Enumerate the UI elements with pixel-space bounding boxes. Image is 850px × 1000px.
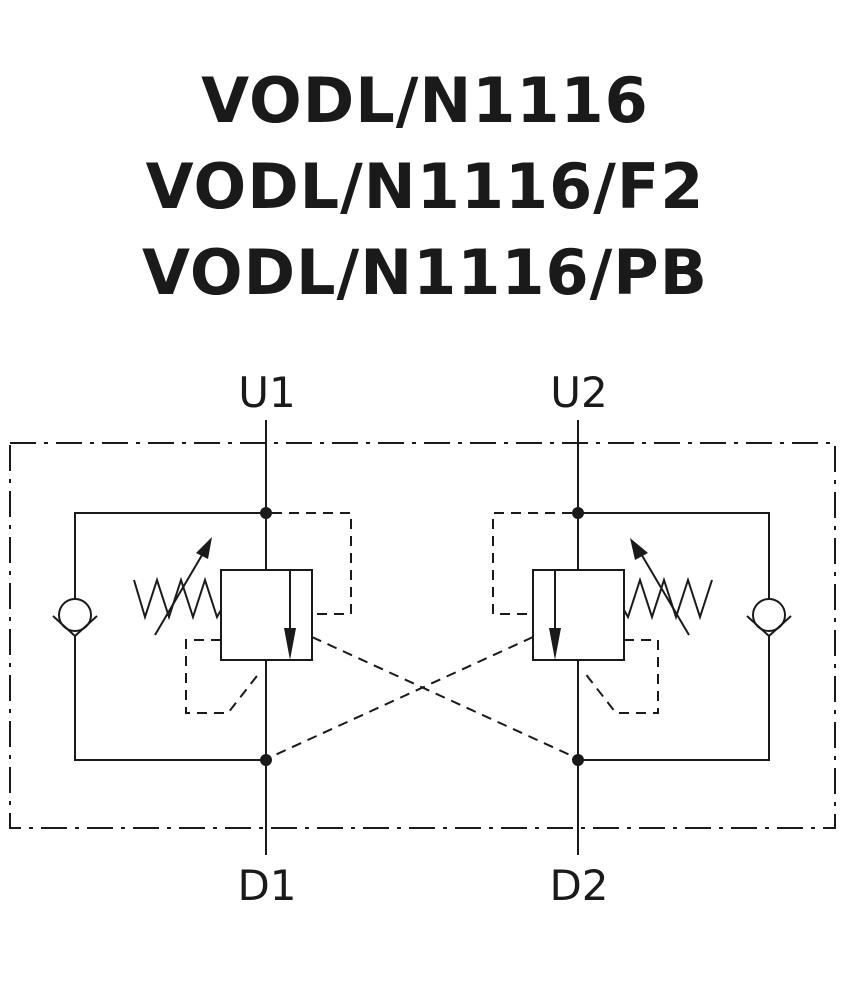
right-pilot-line-bottom bbox=[583, 639, 659, 714]
left-adjust-arrowhead bbox=[196, 537, 212, 559]
right-bypass-top bbox=[578, 512, 770, 600]
right-spring bbox=[623, 576, 713, 621]
right-relief-valve-box bbox=[532, 569, 625, 661]
left-check-valve-seat bbox=[52, 615, 98, 638]
right-junction-bottom bbox=[572, 754, 584, 766]
model-title-3: VODL/N1116/PB bbox=[141, 236, 708, 309]
cross-pilot-line-2 bbox=[274, 636, 534, 756]
left-adjust-arrow bbox=[154, 549, 206, 636]
port-label-u1: U1 bbox=[238, 368, 295, 417]
left-relief-valve-box bbox=[220, 569, 313, 661]
left-valve-arrowhead bbox=[284, 628, 296, 660]
port-label-d2: D2 bbox=[549, 861, 608, 910]
port-label-u2: U2 bbox=[550, 368, 607, 417]
valve-body-boundary bbox=[9, 442, 836, 829]
right-check-valve-seat bbox=[746, 615, 792, 638]
right-pilot-line-top bbox=[492, 512, 572, 615]
right-check-valve-ball bbox=[752, 598, 786, 632]
right-adjust-arrowhead bbox=[630, 538, 648, 560]
model-title-1: VODL/N1116 bbox=[201, 64, 649, 137]
left-bypass-bottom bbox=[74, 636, 266, 761]
left-junction-top bbox=[260, 507, 272, 519]
model-title-2: VODL/N1116/F2 bbox=[145, 150, 705, 223]
left-junction-bottom bbox=[260, 754, 272, 766]
left-valve-circuit bbox=[52, 507, 352, 766]
left-check-valve-ball bbox=[58, 598, 92, 632]
model-titles: VODL/N1116 VODL/N1116/F2 VODL/N1116/PB bbox=[0, 58, 850, 316]
right-bypass-bottom bbox=[578, 636, 770, 761]
left-pilot-line-bottom bbox=[185, 639, 261, 714]
left-spring bbox=[133, 576, 222, 621]
right-junction-top bbox=[572, 507, 584, 519]
right-valve-circuit bbox=[492, 507, 792, 766]
right-valve-arrowhead bbox=[549, 628, 561, 660]
left-pilot-line-top bbox=[272, 512, 352, 615]
cross-pilot-line-1 bbox=[311, 636, 571, 756]
left-bypass-top bbox=[74, 512, 266, 600]
port-label-d1: D1 bbox=[237, 861, 296, 910]
right-adjust-arrow bbox=[639, 551, 690, 636]
